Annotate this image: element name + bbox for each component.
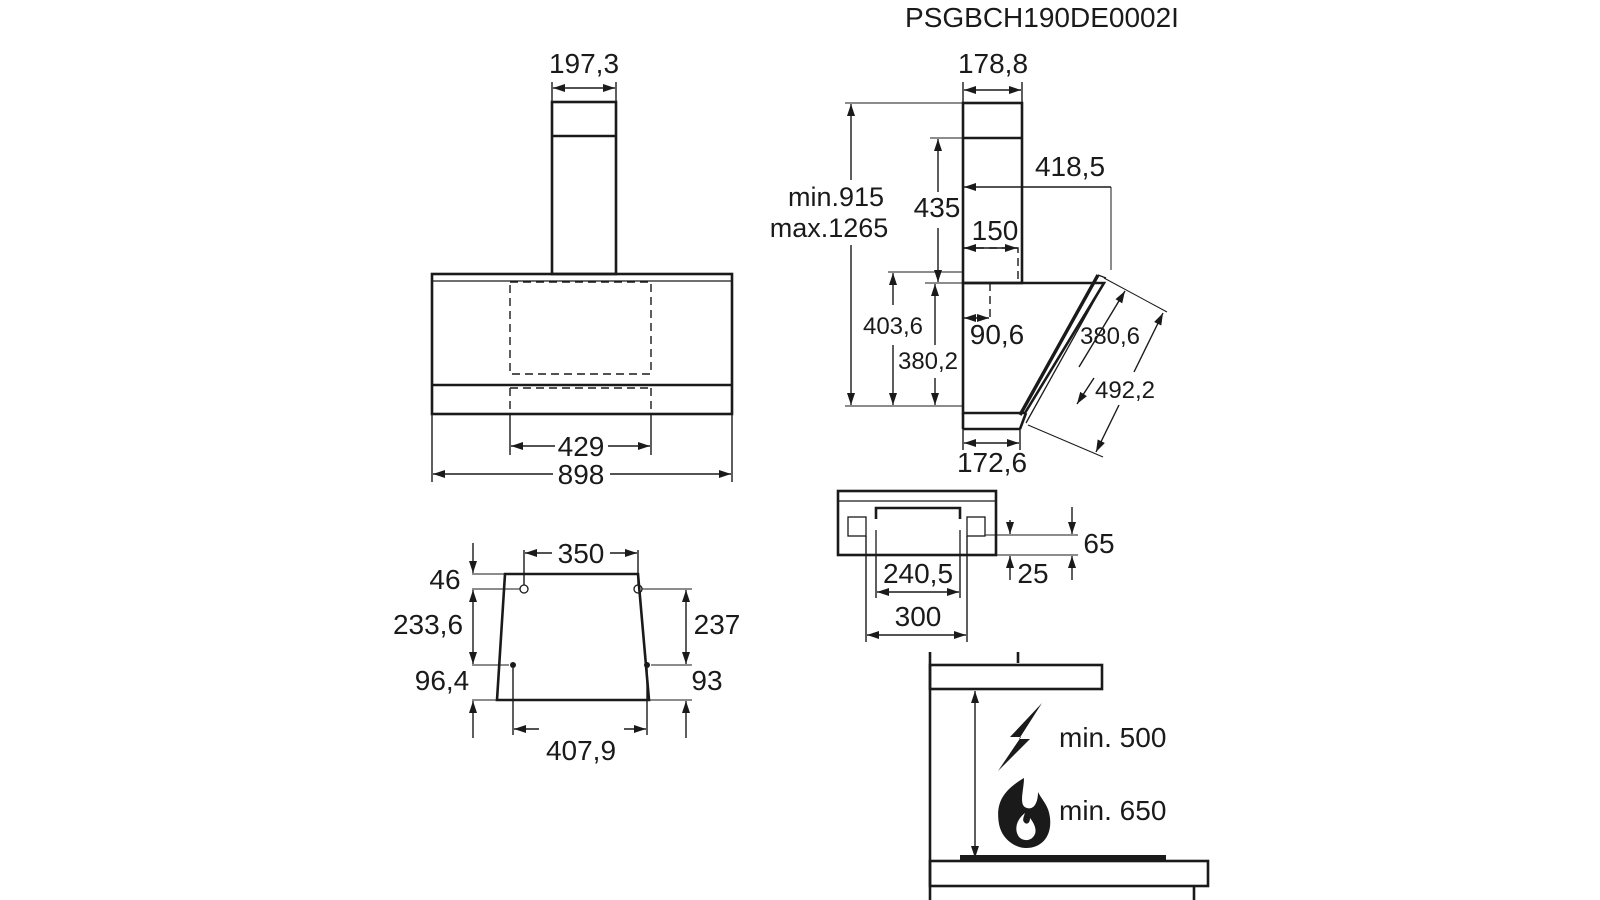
lightning-icon <box>998 703 1042 771</box>
right-bottom-label: 93 <box>691 665 722 696</box>
bracket-outer-width-label: 300 <box>895 601 942 632</box>
dim-body-height-inner: 380,2 <box>898 282 963 405</box>
dim-right-bottom: 93 <box>649 665 723 738</box>
left-bottom-label: 96,4 <box>415 665 470 696</box>
dim-panel-diagonal: 492,2 <box>1027 277 1168 458</box>
dim-total-width: 898 <box>431 414 733 490</box>
panel-length-label: 380,6 <box>1080 323 1140 350</box>
dim-chimney-height: 435 <box>914 137 963 282</box>
electric-clearance-label: min. 500 <box>1059 722 1166 753</box>
top-offset-label: 46 <box>429 564 460 595</box>
top-holes-distance-label: 350 <box>558 538 605 569</box>
clearance-view: min. 500 min. 650 <box>928 652 1210 900</box>
side-hood-body <box>961 247 1107 431</box>
side-overall-depth-label: 418,5 <box>1035 151 1105 182</box>
dim-right-height: 237 <box>642 588 741 666</box>
side-chimney-depth-label: 178,8 <box>958 48 1028 79</box>
mounting-plate-outline <box>495 572 651 702</box>
bottom-depth-label: 172,6 <box>957 447 1027 478</box>
side-outlet-width-label: 150 <box>972 215 1019 246</box>
side-chimney <box>961 101 1024 285</box>
dim-overall-height: min.915 max.1265 <box>770 102 963 407</box>
bracket-outline <box>836 489 998 557</box>
cooktop-counter <box>928 859 1210 888</box>
bracket-height-b-label: 25 <box>1017 558 1048 589</box>
bracket-inner-width-label: 240,5 <box>883 558 953 589</box>
dim-bottom-width: 407,9 <box>512 668 648 766</box>
front-chimney-width-label: 197,3 <box>549 48 619 79</box>
dim-left-bottom: 96,4 <box>415 665 497 738</box>
dim-bracket-outer: 300 <box>865 536 968 642</box>
mounting-hole <box>510 662 516 668</box>
dim-panel-length: 380,6 <box>1076 290 1140 405</box>
front-hood-body <box>430 272 734 416</box>
dim-bracket-heights: 65 25 <box>985 507 1115 589</box>
dim-chimney-width: 197,3 <box>549 48 619 102</box>
bracket-height-a-label: 65 <box>1083 528 1114 559</box>
bracket-slot <box>966 516 986 537</box>
front-chimney <box>550 100 618 276</box>
gas-clearance-label: min. 650 <box>1059 795 1166 826</box>
flame-icon <box>998 778 1051 848</box>
drawing-code: PSGBCH190DE0002I <box>905 2 1179 33</box>
outlet-offset-label: 90,6 <box>970 319 1025 350</box>
mounting-plate-view: 350 46 233,6 96,4 237 <box>393 538 740 766</box>
dim-chimney-depth: 178,8 <box>958 48 1028 103</box>
dim-left-height: 233,6 <box>393 590 509 666</box>
body-height-outer-label: 403,6 <box>863 313 923 340</box>
dim-bracket-inner: 240,5 <box>875 555 961 598</box>
dim-overall-depth: 418,5 <box>964 151 1112 270</box>
height-max-label: max.1265 <box>770 213 889 243</box>
dim-top-holes: 350 <box>523 538 639 585</box>
height-min-label: min.915 <box>788 182 884 212</box>
front-view: 197,3 429 898 <box>430 48 734 490</box>
hood-profile <box>928 663 1104 691</box>
bottom-width-label: 407,9 <box>546 735 616 766</box>
mounting-hole <box>519 584 529 594</box>
cooktop-surface <box>960 855 1166 860</box>
side-chimney-height-label: 435 <box>914 192 961 223</box>
dim-top-offset: 46 <box>429 543 520 595</box>
dim-bottom-depth: 172,6 <box>957 429 1027 478</box>
bracket-slot <box>847 516 867 537</box>
front-inner-width-label: 429 <box>558 431 605 462</box>
body-height-inner-label: 380,2 <box>898 348 958 375</box>
dim-outlet-width: 150 <box>964 215 1019 252</box>
left-height-label: 233,6 <box>393 609 463 640</box>
dim-body-height-outer: 403,6 <box>863 271 963 405</box>
mounting-hole <box>644 662 650 668</box>
dim-inner-width: 429 <box>509 414 652 462</box>
panel-diagonal-label: 492,2 <box>1095 377 1155 404</box>
side-view: 178,8 min.915 max.1265 435 418,5 150 <box>770 48 1168 478</box>
bracket-view: 65 25 240,5 300 <box>836 489 1115 642</box>
right-height-label: 237 <box>694 609 741 640</box>
front-total-width-label: 898 <box>558 459 605 490</box>
dim-outlet-offset: 90,6 <box>964 314 1025 350</box>
